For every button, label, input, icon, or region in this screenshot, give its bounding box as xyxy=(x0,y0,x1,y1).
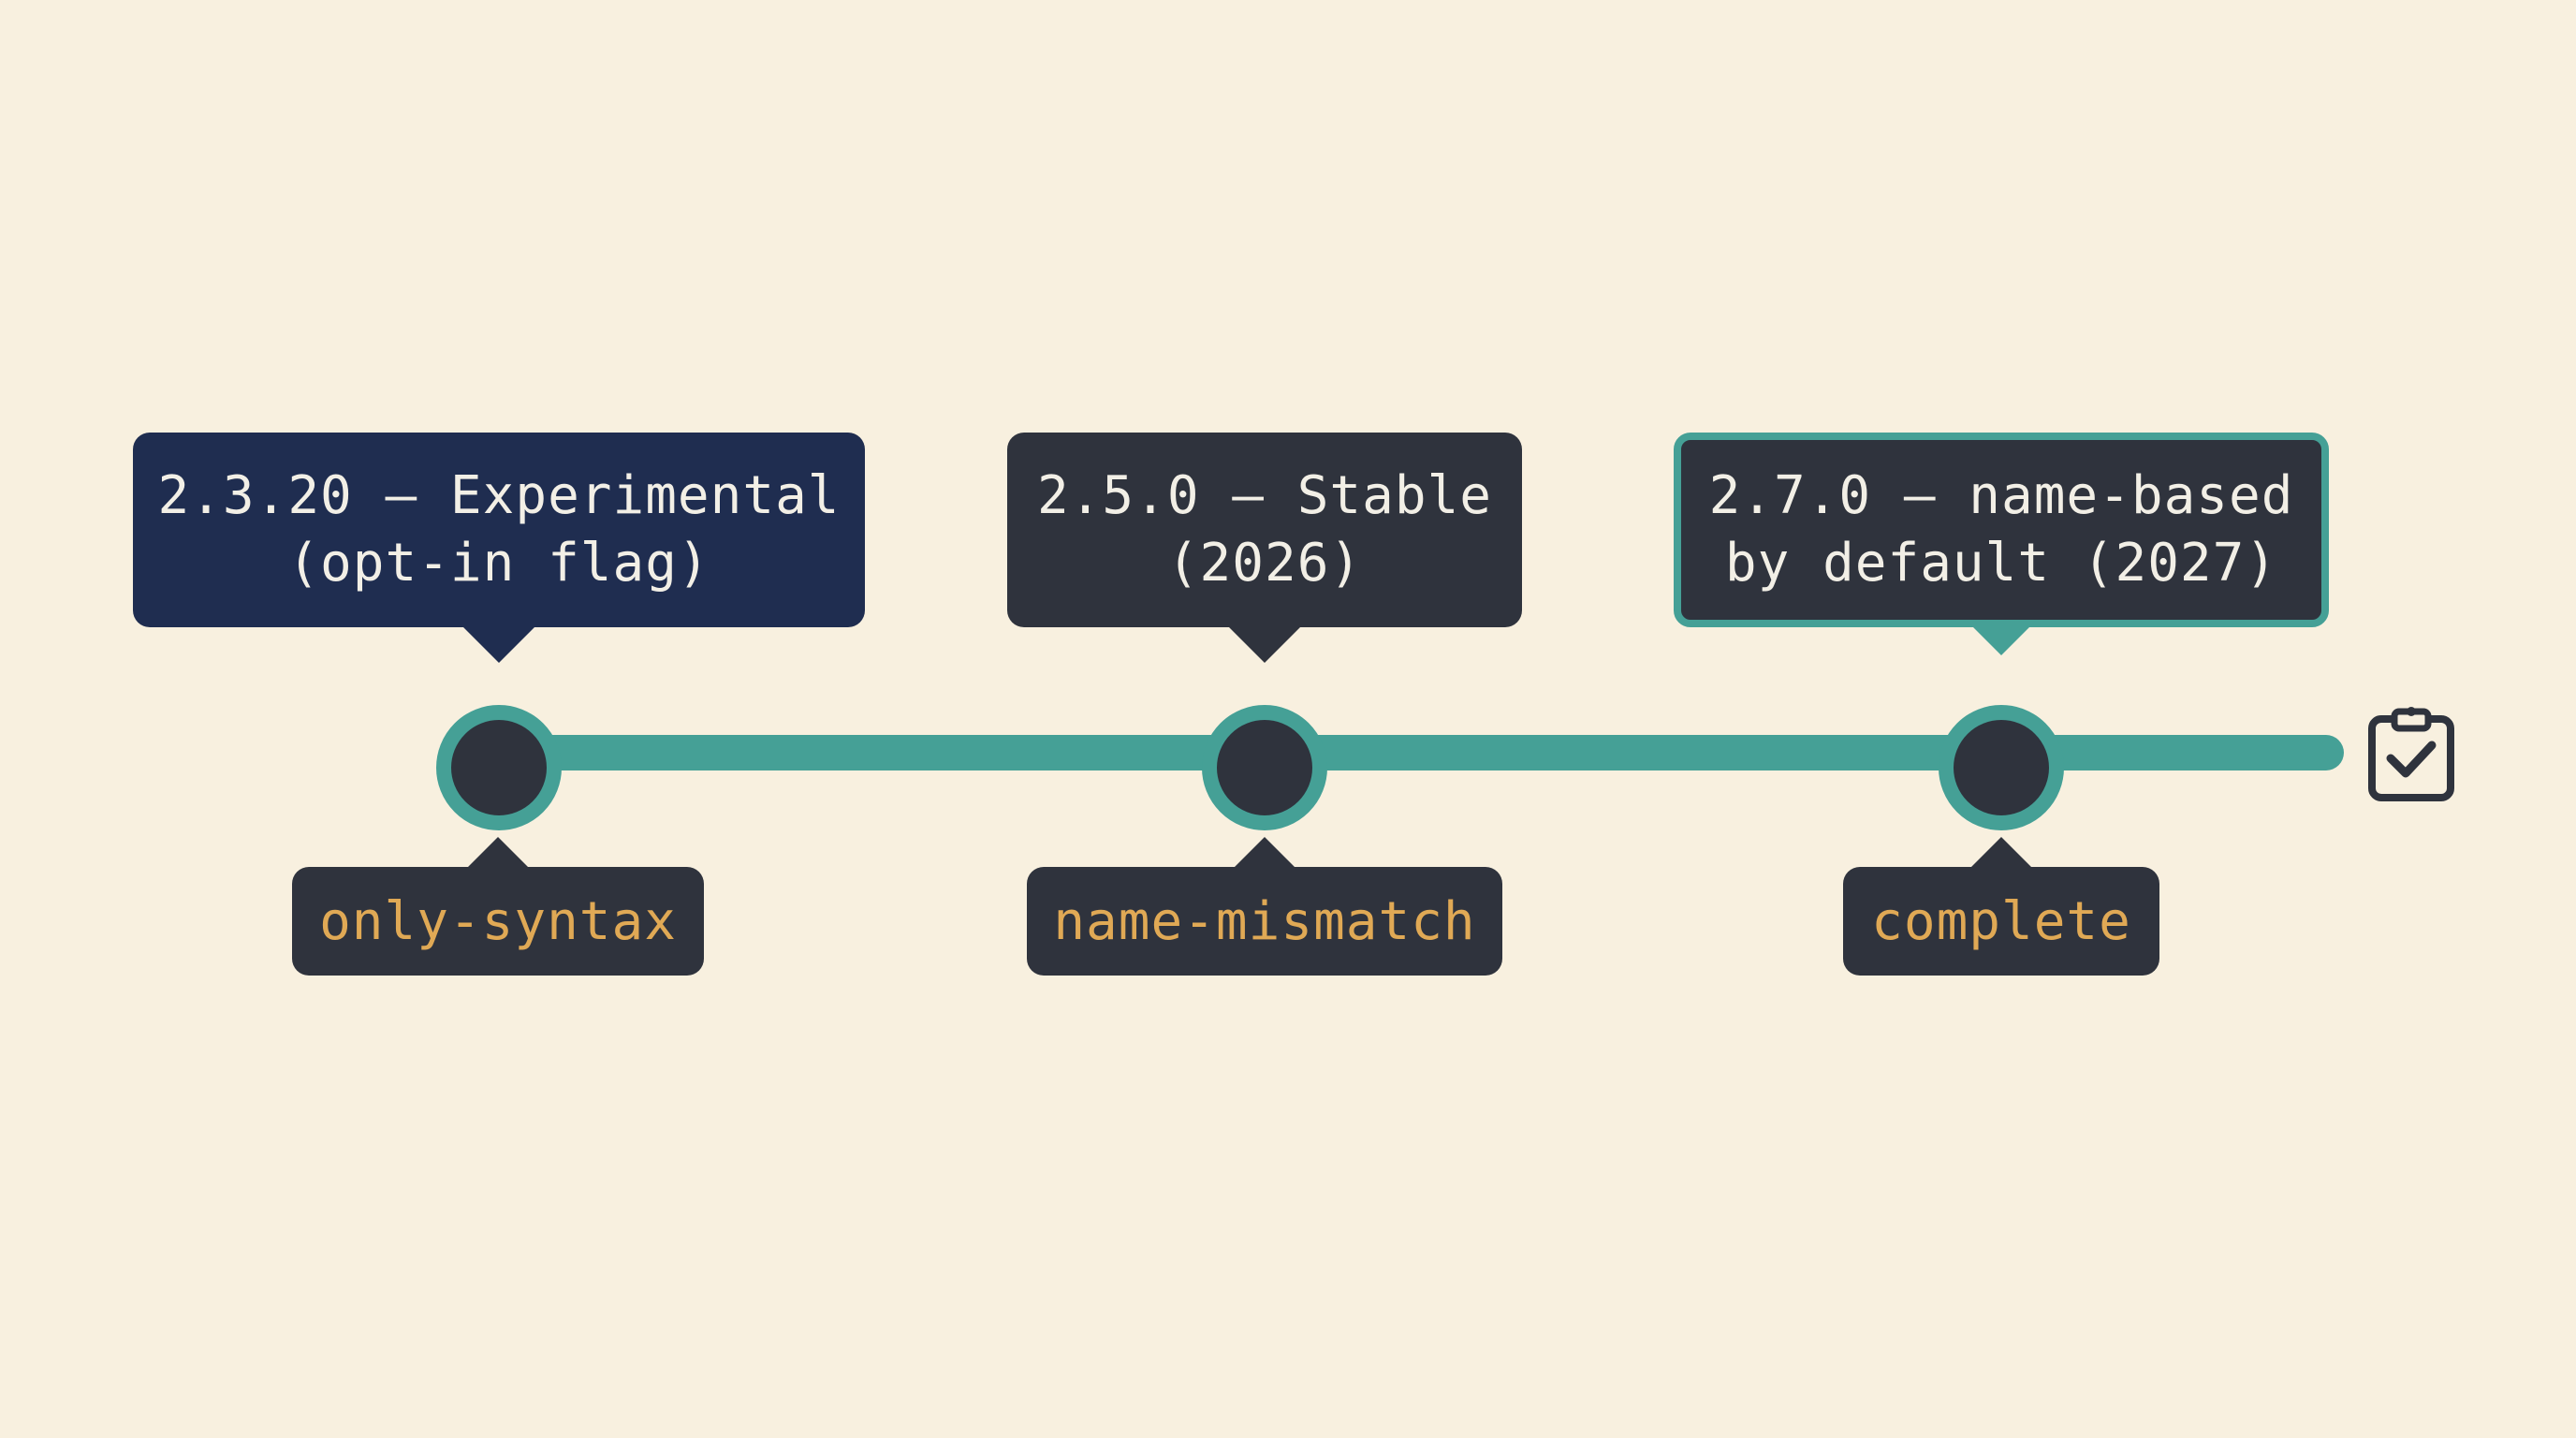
milestone-2-node xyxy=(1202,705,1327,830)
milestone-2-title-line2: (2026) xyxy=(1166,533,1363,594)
milestone-2-title-line1: 2.5.0 — Stable xyxy=(1036,465,1492,526)
milestone-3-node xyxy=(1939,705,2064,830)
milestone-1-node xyxy=(436,705,562,830)
milestone-1-tag: only-syntax xyxy=(292,867,704,976)
milestone-3-tag: complete xyxy=(1843,867,2159,976)
milestone-3-title-line1: 2.7.0 — name-based xyxy=(1708,465,2294,526)
milestone-2-tag-label: name-mismatch xyxy=(1053,890,1476,952)
milestone-2-callout: 2.5.0 — Stable (2026) xyxy=(1007,433,1522,627)
milestone-1-title-line1: 2.3.20 — Experimental xyxy=(157,465,841,526)
milestone-1-tag-label: only-syntax xyxy=(319,890,677,952)
milestone-2-tag: name-mismatch xyxy=(1027,867,1502,976)
timeline-track xyxy=(498,735,2344,770)
milestone-3-tag-label: complete xyxy=(1871,890,2131,952)
milestone-1-callout: 2.3.20 — Experimental (opt-in flag) xyxy=(133,433,865,627)
milestone-3-title-line2: by default (2027) xyxy=(1724,533,2278,594)
clipboard-check-icon xyxy=(2368,707,2454,801)
milestone-3-callout: 2.7.0 — name-based by default (2027) xyxy=(1674,433,2329,627)
milestone-1-title-line2: (opt-in flag) xyxy=(287,533,710,594)
